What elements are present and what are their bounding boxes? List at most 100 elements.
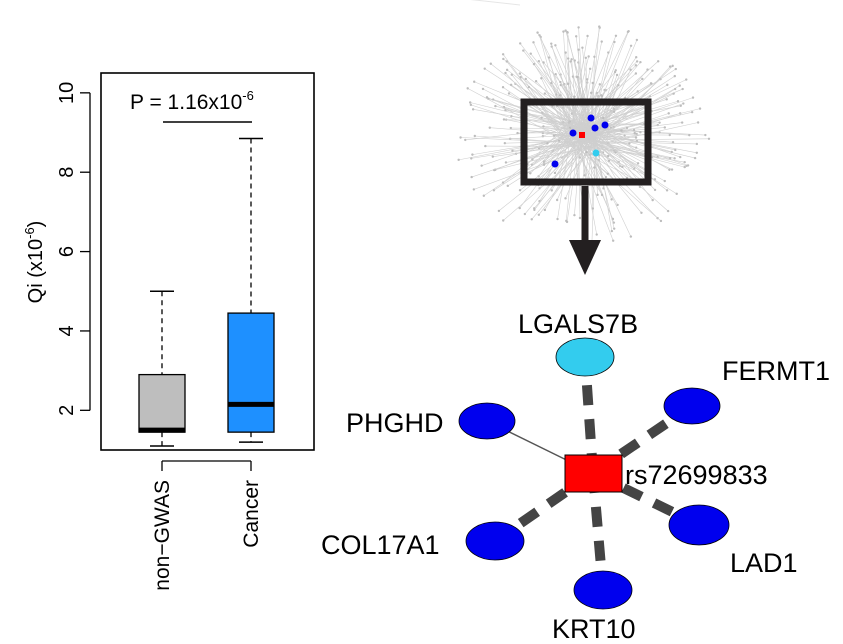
box (227, 312, 275, 433)
overview-edge (588, 140, 669, 212)
network-overview (457, 0, 711, 275)
overview-node (601, 116, 605, 120)
overview-node (556, 217, 559, 221)
overview-node (600, 193, 604, 197)
overview-node (518, 42, 522, 45)
overview-node (534, 80, 538, 83)
overview-node (668, 157, 672, 160)
overview-node (593, 55, 596, 59)
overview-node (570, 58, 573, 61)
overview-node (607, 51, 610, 54)
overview-node-cyan (592, 149, 600, 157)
overview-edge (560, 81, 590, 141)
overview-node (671, 64, 674, 68)
overview-edge (565, 30, 595, 128)
overview-node (656, 60, 660, 63)
overview-edge (567, 32, 571, 130)
network-node (668, 504, 730, 546)
overview-node (639, 131, 642, 134)
overview-node (518, 189, 522, 192)
overview-node (613, 70, 617, 74)
overview-edge (579, 137, 658, 219)
overview-node (509, 83, 513, 87)
overview-node (663, 126, 667, 129)
overview-node (587, 55, 590, 58)
overview-node (576, 75, 580, 79)
overview-node (668, 65, 672, 68)
overview-node (527, 85, 531, 89)
overview-edge (594, 123, 653, 201)
overview-node (616, 203, 619, 207)
overview-node (585, 78, 589, 81)
overview-node (501, 53, 505, 56)
overview-node (610, 229, 614, 233)
overview-node (651, 69, 654, 72)
overview-node (482, 194, 486, 197)
overview-node (635, 60, 639, 63)
overview-node (550, 42, 553, 45)
overview-node (670, 168, 674, 171)
overview-node (504, 161, 508, 164)
overview-node-blue (591, 124, 599, 132)
overview-node (501, 181, 505, 184)
overview-node (628, 142, 631, 145)
overview-node (532, 62, 536, 66)
overview-node (658, 121, 661, 124)
network-node (663, 387, 721, 425)
overview-edge (574, 128, 676, 151)
overview-node (586, 34, 589, 38)
overview-node (600, 40, 603, 43)
overview-edge (589, 143, 594, 209)
overview-node (491, 155, 495, 158)
overview-node (552, 134, 556, 137)
overview-node (633, 131, 636, 135)
overview-node (625, 126, 629, 130)
overview-node (532, 41, 535, 44)
overview-node (589, 91, 593, 95)
overview-node (547, 56, 551, 59)
network-node (573, 570, 633, 610)
overview-edge (534, 142, 587, 211)
overview-node (559, 80, 562, 84)
overview-node (674, 67, 677, 71)
overview-node (531, 158, 534, 161)
overview-node (543, 92, 547, 95)
overview-node (505, 68, 509, 72)
overview-node (613, 40, 616, 44)
overview-node (632, 128, 636, 132)
network-edge-dashed (580, 356, 598, 474)
overview-node (651, 198, 654, 202)
network-node-label: COL17A1 (321, 530, 440, 560)
overview-node (615, 73, 619, 77)
overview-node (680, 121, 684, 124)
overview-node (543, 208, 547, 212)
overview-edge (579, 139, 589, 185)
overview-node (480, 164, 483, 167)
overview-node (481, 87, 485, 91)
overview-node (636, 162, 640, 165)
overview-edge (557, 136, 571, 220)
overview-edge (594, 84, 668, 129)
overview-node (501, 86, 505, 89)
overview-node (562, 30, 565, 33)
overview-node (666, 83, 669, 87)
overview-node (683, 165, 686, 169)
overview-node (472, 188, 476, 191)
overview-node (623, 134, 626, 137)
overview-node (524, 77, 527, 81)
overview-edge (458, 135, 582, 161)
overview-node (620, 129, 623, 132)
overview-node (504, 71, 507, 75)
overview-node (485, 96, 489, 99)
overview-edge (495, 105, 569, 127)
overview-node (509, 126, 513, 130)
y-tick-label: 6 (56, 246, 78, 257)
overview-node (611, 239, 615, 242)
overview-node (585, 151, 588, 154)
overview-node (681, 87, 684, 91)
overview-node (596, 193, 599, 197)
overview-node (469, 103, 473, 107)
overview-node (533, 208, 536, 212)
